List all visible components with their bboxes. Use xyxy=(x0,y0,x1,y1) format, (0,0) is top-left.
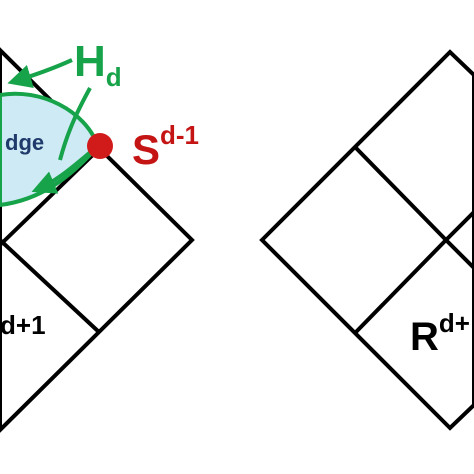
right-grid-line-d xyxy=(444,238,474,270)
s-point xyxy=(87,133,113,159)
right-region-label: Rd+ xyxy=(410,308,470,359)
right-diamond-outline xyxy=(259,49,474,431)
right-grid-line-b xyxy=(354,238,448,334)
right-grid-line-c xyxy=(444,210,474,242)
s-label: Sd-1 xyxy=(132,120,199,173)
s-label-base: S xyxy=(132,126,160,173)
hd-arrow-to-left xyxy=(7,58,73,88)
hd-label-base: H xyxy=(74,37,106,86)
right-region-sup: d+ xyxy=(439,308,470,338)
hd-arrow-from-label xyxy=(58,87,92,161)
left-grid-line-lower xyxy=(0,238,102,335)
hd-label-sub: d xyxy=(106,62,122,92)
left-region-label: d+1 xyxy=(0,310,46,340)
right-grid-line-a xyxy=(354,146,448,242)
wedge-label: dge xyxy=(5,130,44,155)
s-label-sup: d-1 xyxy=(160,120,199,150)
right-region-base: R xyxy=(410,315,439,359)
hd-label: Hd xyxy=(74,37,122,92)
